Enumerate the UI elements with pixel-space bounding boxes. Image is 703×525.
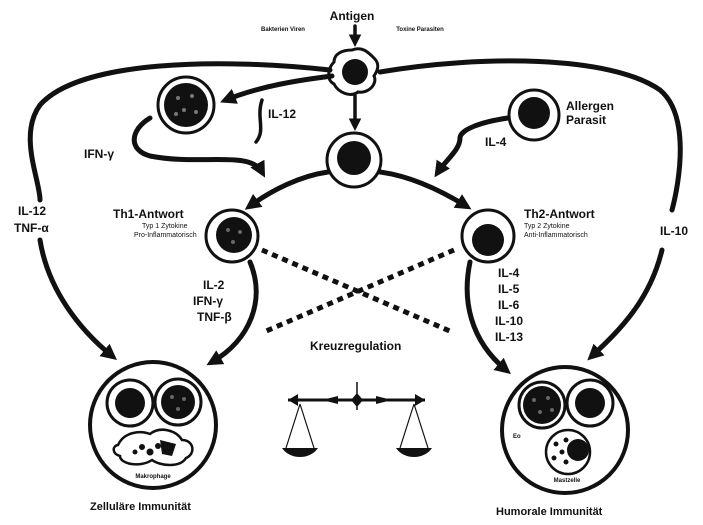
humoral-effector-pool [500, 365, 630, 495]
nk-cell [156, 75, 216, 135]
right-outer-arc-down [587, 247, 665, 361]
eosinophil-label: Eo [513, 434, 521, 440]
il4-curve [434, 115, 511, 178]
th2-il5: IL-5 [498, 282, 520, 296]
right-outer-arc [377, 58, 683, 213]
th2-il10: IL-10 [495, 314, 523, 328]
right-il10-label: IL-10 [660, 224, 688, 238]
apc-to-nk-arrow [220, 73, 335, 104]
th1-sub-1: Typ 1 Zytokine [142, 223, 188, 230]
th2-il4: IL-4 [498, 266, 520, 280]
th1-ifn-gamma: IFN-γ [193, 294, 223, 308]
parasite-label: Parasit [566, 113, 606, 127]
cellular-immunity-label: Zelluläre Immunität [90, 501, 191, 513]
th1-title: Th1-Antwort [113, 207, 184, 221]
left-tnf-alpha-label: TNF-α [14, 221, 49, 235]
th2-sub-2: Anti-Inflammatorisch [524, 232, 588, 239]
ifn-gamma-top-label: IFN-γ [84, 147, 114, 161]
left-il12-label: IL-12 [18, 204, 46, 218]
cross-regulation-label: Kreuzregulation [310, 339, 401, 353]
balance-scale [282, 382, 432, 457]
cross-dash-2 [263, 247, 455, 335]
mast-cell-label: Mastzelle [554, 478, 581, 484]
antigen-presenting-cell [327, 47, 380, 96]
cellular-effector-pool [88, 360, 218, 490]
humoral-immunity-label: Humorale Immunität [496, 506, 603, 518]
th2-sub-1: Typ 2 Zytokine [524, 223, 570, 230]
th2-il6: IL-6 [498, 298, 520, 312]
il4-top-label: IL-4 [485, 135, 507, 149]
cross-dash-1 [261, 247, 453, 335]
ifn-gamma-curve [131, 115, 266, 178]
th1-to-cellular-arrow [206, 259, 259, 366]
il12-curve [254, 98, 264, 144]
tcell-to-th1-arrow [244, 169, 331, 210]
bacteria-viruses-caption: Bakterien Viren [261, 27, 305, 33]
th2-cell [460, 208, 516, 264]
th1-cell [204, 208, 260, 264]
allergen-label: Allergen [566, 99, 614, 113]
th2-il13: IL-13 [495, 330, 523, 344]
naive-t-cell [325, 131, 383, 189]
allergen-cell [507, 88, 561, 142]
th1-tnf-beta: TNF-β [197, 310, 232, 324]
th1-il2: IL-2 [203, 278, 225, 292]
toxins-parasites-caption: Toxine Parasiten [396, 27, 444, 33]
left-outer-arc [27, 61, 333, 203]
th2-to-humoral-arrow [464, 259, 511, 375]
tcell-to-th2-arrow [377, 169, 472, 210]
macrophage-label: Makrophage [135, 474, 171, 480]
left-outer-arc-down [37, 237, 117, 361]
il12-top-label: IL-12 [268, 107, 296, 121]
antigen-label: Antigen [330, 9, 375, 23]
th1-sub-2: Pro-Inflammatorisch [134, 232, 197, 239]
th2-title: Th2-Antwort [524, 207, 595, 221]
